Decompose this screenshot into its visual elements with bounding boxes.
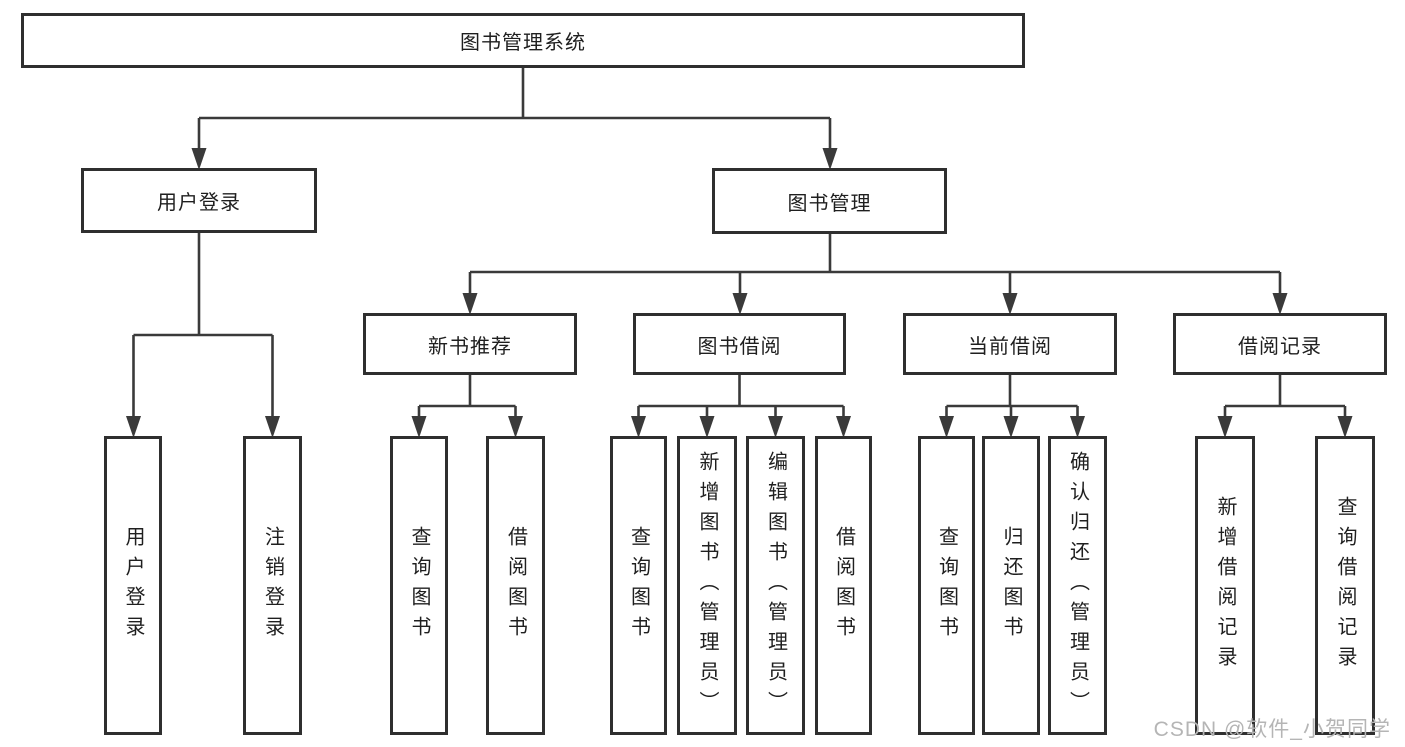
leaf-borrow-books-recommend: 借阅图书 xyxy=(486,436,545,735)
node-book-management: 图书管理 xyxy=(712,168,947,234)
csdn-watermark: CSDN @软件_小贺同学 xyxy=(1153,718,1391,741)
leaf-query-books-borrow: 查询图书 xyxy=(610,436,667,735)
node-new-book-recommend: 新书推荐 xyxy=(363,313,577,375)
node-library-management-system: 图书管理系统 xyxy=(21,13,1025,68)
leaf-confirm-return-admin: 确认归还（管理员） xyxy=(1048,436,1107,735)
arrowheads xyxy=(126,148,1353,438)
node-user-login: 用户登录 xyxy=(81,168,317,233)
leaf-borrow-books: 借阅图书 xyxy=(815,436,872,735)
leaf-add-borrow-record: 新增借阅记录 xyxy=(1195,436,1255,735)
leaf-user-login: 用户登录 xyxy=(104,436,162,735)
node-current-borrow: 当前借阅 xyxy=(903,313,1117,375)
leaf-query-borrow-record: 查询借阅记录 xyxy=(1315,436,1375,735)
node-book-borrow: 图书借阅 xyxy=(633,313,846,375)
leaf-query-books-recommend: 查询图书 xyxy=(390,436,448,735)
leaf-edit-book-admin: 编辑图书（管理员） xyxy=(746,436,805,735)
leaf-logout-login: 注销登录 xyxy=(243,436,302,735)
node-borrow-records: 借阅记录 xyxy=(1173,313,1387,375)
leaf-return-books: 归还图书 xyxy=(982,436,1040,735)
leaf-query-books-current: 查询图书 xyxy=(918,436,975,735)
leaf-add-book-admin: 新增图书（管理员） xyxy=(677,436,737,735)
